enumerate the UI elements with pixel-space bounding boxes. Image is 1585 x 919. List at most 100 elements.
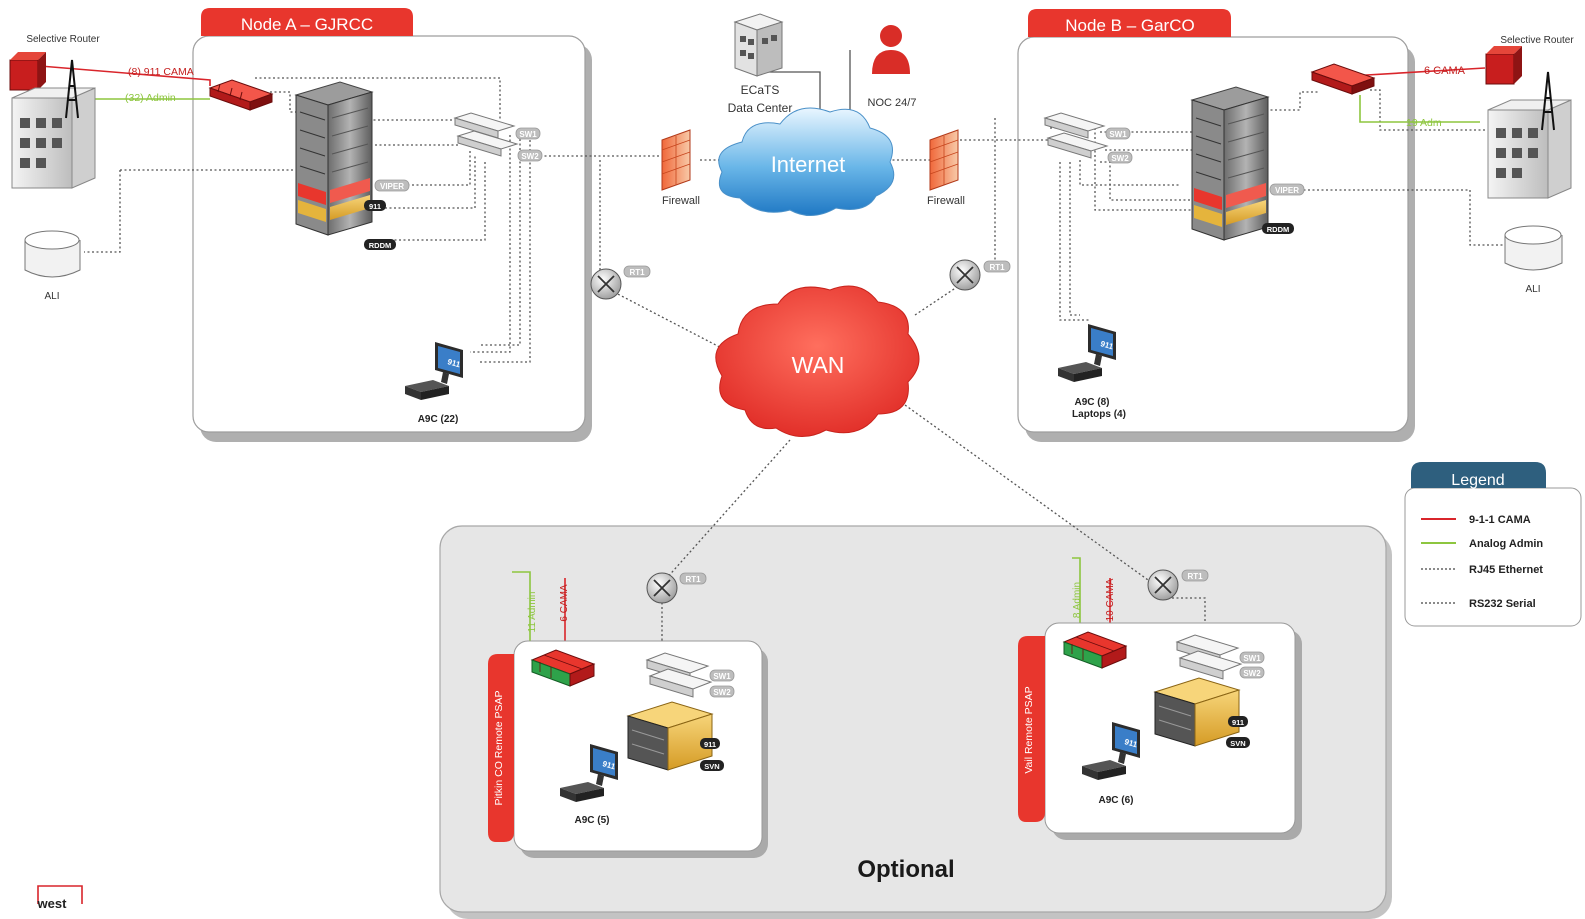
node-b-server-rack-icon [1190,86,1270,241]
node-a-tag-911: 911 [364,200,386,211]
node-b-tag-sw2: SW2 [1107,151,1133,164]
selective-router-left-label: Selective Router [26,34,100,45]
vail-tag-911: 911 [1228,716,1248,727]
ecats-label-line1: ECaTS [741,83,780,97]
pitkin-server-icon [626,701,714,771]
firewall-left-icon [661,129,691,191]
firewall-right-label: Firewall [927,195,965,207]
vail-tag-sw2: SW2 [1239,666,1265,679]
connection-lines [39,50,1505,760]
node-a-router-icon [590,268,622,300]
pitkin-admin-label: 11 Admin [527,592,538,633]
svg-text:SW1: SW1 [1109,130,1127,139]
node-a-server-rack-icon [294,81,374,236]
svg-text:VIPER: VIPER [380,182,404,191]
svg-text:911: 911 [1232,718,1244,727]
firewall-right-icon [929,129,959,191]
b-cama-label: 6 CAMA [1424,65,1466,77]
legend-item-cama: 9-1-1 CAMA [1469,514,1531,526]
pitkin-switch-icon [645,652,713,698]
vail-cama-label: 10 CAMA [1105,578,1116,621]
svg-text:VIPER: VIPER [1275,186,1299,195]
svg-text:RT1: RT1 [989,263,1005,272]
node-a-tag-rt1: RT1 [623,265,651,278]
pitkin-workstations-label: A9C (5) [574,815,609,826]
vail-admin-label: 8 Admin [1072,582,1083,618]
pitkin-tag-sw2: SW2 [709,685,735,698]
node-b-router-icon [949,259,981,291]
svg-text:RDDM: RDDM [369,241,392,250]
vail-title: Vail Remote PSAP [1023,686,1035,773]
vail-tag-svn: SVN [1226,737,1250,748]
svg-text:RT1: RT1 [1187,572,1203,581]
selective-router-right-label-line: Selective Router [1500,35,1574,46]
node-a-workstations-label: A9C (22) [418,414,459,425]
vail-server-icon [1153,677,1241,747]
wan-label: WAN [792,352,845,378]
internet-label: Internet [771,152,846,177]
svg-text:911: 911 [1099,339,1114,351]
internet-cloud-icon [718,107,895,216]
svg-text:911: 911 [1123,737,1138,749]
node-b-title: Node B – GarCO [1065,16,1194,35]
node-b-tag-sw1: SW1 [1105,127,1131,140]
pitkin-tag-svn: SVN [700,760,724,771]
vail-tag-rt1: RT1 [1181,569,1209,582]
building-left-icon [11,59,96,189]
node-b-workstations-label: A9C (8) [1074,397,1109,408]
svg-text:RDDM: RDDM [1267,225,1290,234]
node-b-switch-sw1-icon [1043,112,1106,139]
a-cama-label: (8) 911 CAMA [128,66,194,78]
noc-person-icon [872,25,910,74]
ecats-label-line2: Data Center [728,101,793,115]
building-right-icon [1487,71,1572,199]
b-admin-label: 19 Adm [1406,117,1442,129]
pitkin-workstation-icon: 911 [560,744,618,802]
node-b-workstation-icon: 911 [1058,324,1116,382]
pitkin-tag-rt1: RT1 [679,572,707,585]
node-a-box [192,8,592,442]
node-b-gateway-icon [1310,63,1376,95]
svg-text:911: 911 [446,357,461,369]
ecats-building-icon [733,13,784,77]
node-a-gateway-icon [208,79,274,111]
node-a-title: Node A – GJRCC [241,15,373,34]
ali-database-left-icon [24,230,81,278]
legend [1404,462,1582,627]
svg-text:911: 911 [601,759,616,771]
svg-text:SW2: SW2 [1243,669,1261,678]
pitkin-tag-sw1: SW1 [709,669,735,682]
svg-text:SW1: SW1 [519,130,537,139]
node-a-tag-viper: VIPER [374,179,410,192]
legend-item-rs232: RS232 Serial [1469,598,1536,610]
optional-label: Optional [857,856,954,883]
vail-switch-icon [1175,634,1243,680]
svg-text:911: 911 [704,740,716,749]
west-logo-text: west [37,896,68,911]
svg-text:SVN: SVN [1230,739,1245,748]
svg-text:SW1: SW1 [713,672,731,681]
svg-text:SW2: SW2 [521,152,539,161]
node-b-tag-rt1: RT1 [983,260,1011,273]
legend-item-admin: Analog Admin [1469,538,1543,550]
legend-title: Legend [1451,472,1504,489]
node-b-laptops-label: Laptops (4) [1072,409,1126,420]
selective-router-left [9,52,46,91]
node-b-tag-viper: VIPER [1269,183,1305,196]
svg-text:RT1: RT1 [685,575,701,584]
pitkin-title: Pitkin CO Remote PSAP [493,691,505,806]
ali-left-label: ALI [44,291,59,302]
firewall-left-label: Firewall [662,195,700,207]
node-a-tag-rddm: RDDM [364,239,396,250]
vail-workstations-label: A9C (6) [1098,795,1133,806]
west-logo [37,885,83,904]
node-a-switch-sw2-icon [456,130,519,157]
svg-text:SW2: SW2 [1111,154,1129,163]
ali-right-label: ALI [1525,284,1540,295]
node-a-tag-sw2: SW2 [517,149,543,162]
node-b-switch-sw2-icon [1046,132,1109,159]
wan-cloud-icon [715,285,920,437]
noc-label: NOC 24/7 [868,97,917,109]
vail-router-icon [1147,569,1179,601]
